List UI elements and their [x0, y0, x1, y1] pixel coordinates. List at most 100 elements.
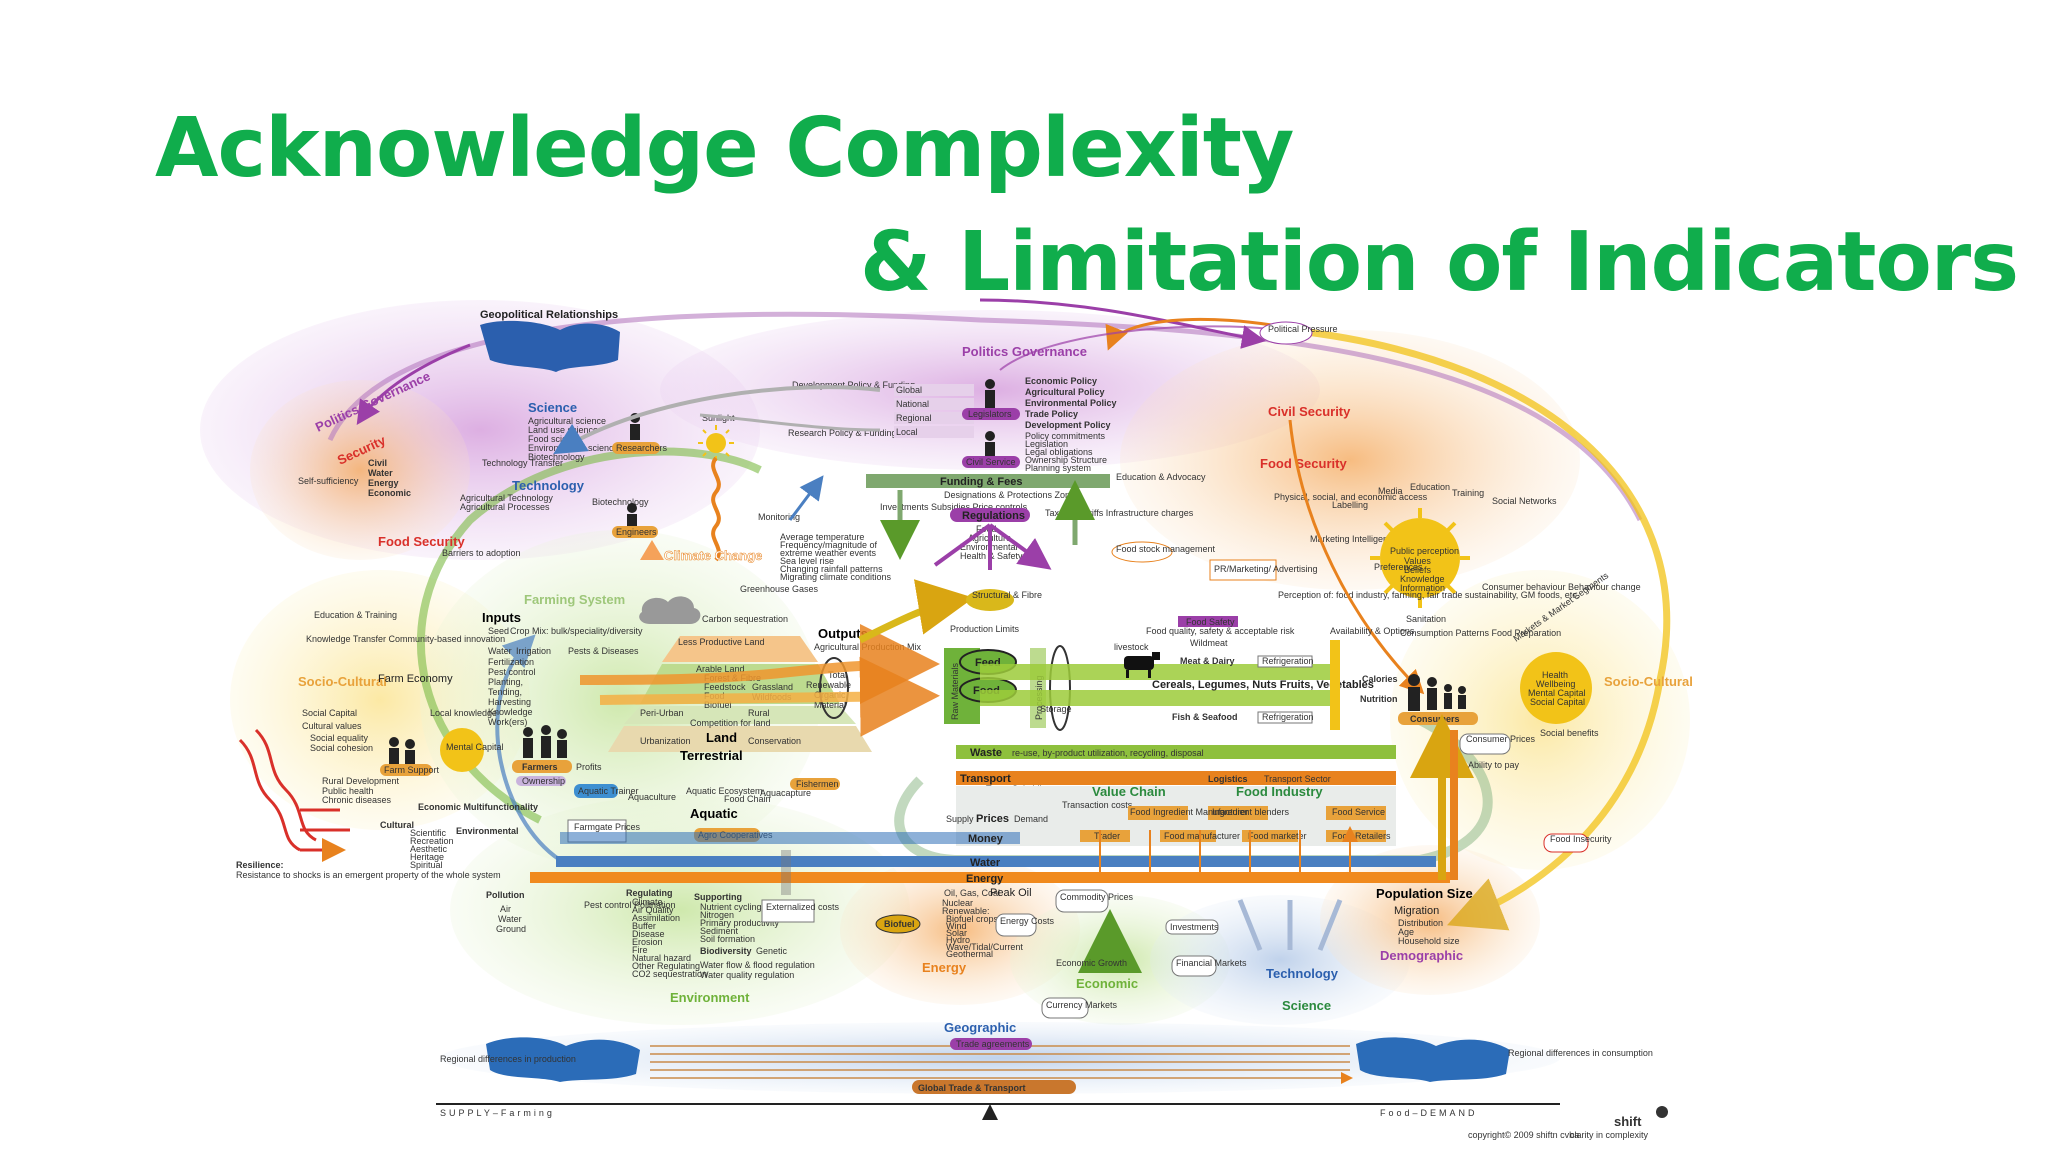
water-flow-label: Water flow & flood regulation [700, 960, 815, 970]
currency-markets-box [1041, 997, 1089, 1019]
water-bar [556, 856, 1436, 867]
water-label: Water [970, 857, 1001, 869]
science-arrows [1237, 899, 1343, 951]
greenhouse-gases-label: Greenhouse Gases [740, 584, 819, 594]
climate-change-arrow-up [640, 540, 664, 560]
balance-triangle [982, 1104, 998, 1120]
input-irrigation: Irrigation [516, 646, 551, 656]
input-workers: Work(ers) [488, 717, 527, 727]
cultural-item-5: Spiritual [410, 860, 443, 870]
regulating-label: Regulating [626, 888, 673, 898]
social-cohesion-label: Social cohesion [310, 743, 373, 753]
raw-materials-label: Raw Materials [950, 662, 960, 720]
carbon-sequestration-label: Carbon sequestration [702, 614, 788, 624]
energy-source-3: Biofuel crops [946, 914, 999, 924]
knowledge-transfer-label: Knowledge Transfer Community-based innov… [306, 634, 505, 644]
socio-cultural-left-label: Socio-Cultural [298, 674, 387, 689]
social-equality-label: Social equality [310, 733, 369, 743]
structural-fibre-label: Structural & Fibre [972, 590, 1042, 600]
policy-item-1: Policy commitments [1025, 431, 1106, 441]
regulations-badge [950, 508, 1030, 522]
sanitation-label: Sanitation [1406, 614, 1446, 624]
regional-production-label: Regional differences in production [440, 1054, 576, 1064]
consumer-perception-arrow [1288, 419, 1425, 695]
policy-1: Economic Policy [1025, 376, 1097, 386]
outer-loop-blue [495, 634, 562, 862]
food-insecurity-box [1543, 833, 1589, 853]
technology-transfer-label: Technology Transfer [482, 458, 563, 468]
health-item-1: Health [1542, 670, 1568, 680]
cereals-label: Cereals, Legumes, Nuts Fruits, Vegetable… [1152, 679, 1374, 691]
geopolitical-label: Geopolitical Relationships [480, 309, 618, 321]
land-level-2: Arable Land [696, 664, 745, 674]
refrigeration-label-2: Refrigeration [1262, 712, 1314, 722]
legislators-label: Legislators [968, 409, 1012, 419]
energy-bar [530, 872, 1450, 883]
health-item-4: Social Capital [1530, 697, 1585, 707]
prices-label: Prices [976, 813, 1009, 825]
population-size-label: Population Size [1376, 886, 1473, 901]
engineers-badge [612, 526, 658, 538]
regulations-label: Regulations [962, 510, 1025, 522]
vertical-orange-arrows [1099, 830, 1350, 872]
resilience-waves [238, 728, 350, 850]
land-level-9: Peri-Urban [640, 708, 684, 718]
food-safety-badge [1178, 616, 1238, 627]
social-capital-label: Social Capital [302, 708, 357, 718]
policy-2: Agricultural Policy [1025, 387, 1105, 397]
meat-dairy-label: Meat & Dairy [1180, 656, 1235, 666]
farmers-badge [512, 760, 572, 773]
cow-icon [1124, 652, 1160, 678]
pest-control-pollination-label: Pest control Pollination [584, 900, 676, 910]
farm-economy-label: Farm Economy [378, 673, 453, 685]
climate-item-3: extreme weather events [780, 548, 877, 558]
farm-support-label: Farm Support [384, 765, 440, 775]
output-item-1: Agricultural Production Mix [814, 642, 922, 652]
supporting-item-4: Sediment [700, 926, 739, 936]
transport-label: Transport [960, 773, 1011, 785]
food-safety-label: Food Safety [1186, 617, 1235, 627]
aquatic-trainer-badge [574, 784, 618, 798]
consumer-behaviour-label: Consumer behaviour Behaviour change [1482, 582, 1641, 592]
chain-actor-7: Food Retailers [1332, 831, 1391, 841]
outputs-label: Outputs [818, 626, 868, 641]
regulations-arrows [933, 523, 1045, 570]
input-fertilization: Fertilization [488, 657, 534, 667]
consumer-prices-label: Consumer Prices [1466, 734, 1536, 744]
refrigeration-box-2 [1257, 711, 1313, 724]
pollution-label: Pollution [486, 890, 525, 900]
farmers-icon [523, 725, 567, 758]
policy-item-2: Legislation [1025, 439, 1068, 449]
labelling-label: Labelling [1332, 500, 1368, 510]
world-map-right [1356, 1037, 1510, 1082]
copyright-label: copyright© 2009 shiftn cvba [1468, 1130, 1579, 1140]
genetic-label: Genetic [756, 946, 788, 956]
technology-item-3: Biotechnology [592, 497, 649, 507]
input-tending: Tending, [488, 687, 522, 697]
waste-bar [956, 745, 1396, 759]
supporting-item-5: Soil formation [700, 934, 755, 944]
transaction-costs-label: Transaction costs [1062, 800, 1133, 810]
inputs-label: Inputs [482, 610, 521, 625]
resilience-desc: Resistance to shocks is an emergent prop… [236, 870, 501, 880]
production-limits-label: Production Limits [950, 624, 1020, 634]
green-flow-main [980, 664, 1330, 706]
pollution-item-2: Water [498, 914, 522, 924]
regulating-item-5: Disease [632, 929, 665, 939]
energy-bar-label: Energy [966, 873, 1004, 885]
transport-bar [956, 771, 1396, 785]
svg-text:National: National [896, 399, 929, 409]
refrigeration-label-1: Refrigeration [1262, 656, 1314, 666]
chain-actor-5: Food manufacturer [1164, 831, 1240, 841]
input-water: Water [488, 646, 512, 656]
food-insecurity-label: Food Insecurity [1550, 834, 1612, 844]
svg-text:Local: Local [896, 427, 918, 437]
monitoring-arrow [788, 475, 824, 521]
preferences-label: Preferences [1374, 562, 1423, 572]
engineers-label: Engineers [616, 527, 657, 537]
economic-label: Economic [1076, 976, 1138, 991]
education-advocacy-label: Education & Advocacy [1116, 472, 1206, 482]
food-stock-label: Food stock management [1116, 544, 1216, 554]
output-item-5: Material [814, 700, 846, 710]
economic-growth-label: Economic Growth [1056, 958, 1127, 968]
